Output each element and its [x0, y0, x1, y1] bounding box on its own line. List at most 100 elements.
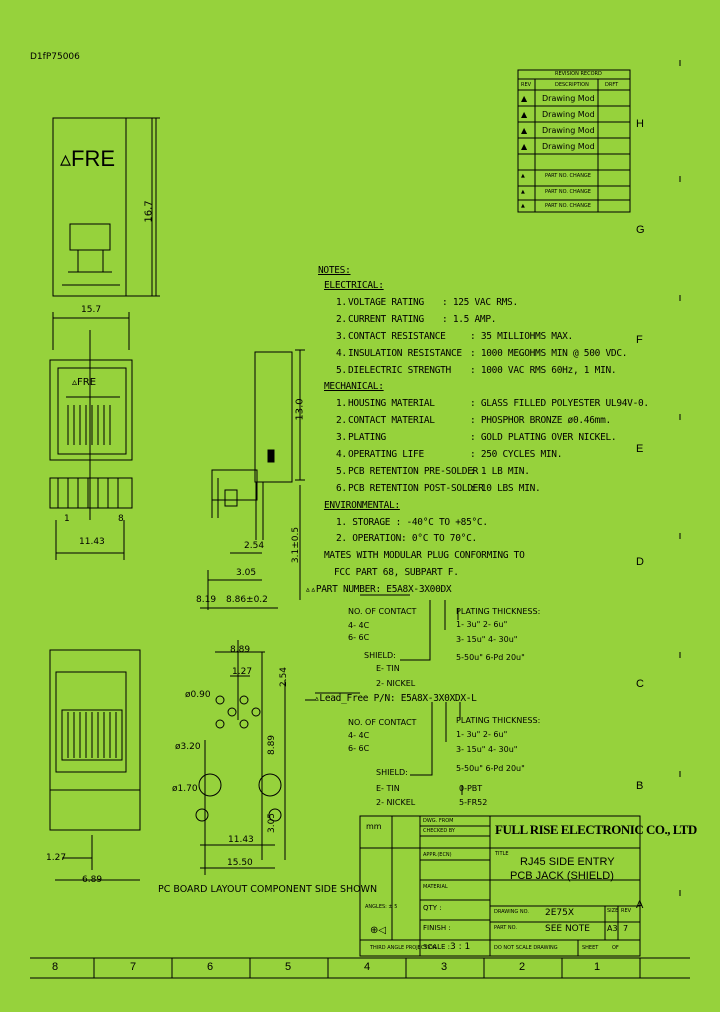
- of-label: OF: [612, 945, 619, 951]
- pn-contact: 6- 6C: [348, 744, 370, 753]
- dim-305-side: 3.05: [236, 568, 257, 578]
- zone-letter: B: [636, 780, 644, 792]
- zone-number: 1: [594, 961, 601, 973]
- revision-rev: ▲: [521, 110, 528, 119]
- revision-header-desc: DESCRIPTION: [555, 82, 589, 88]
- sheet-label: SHEET: [582, 945, 599, 951]
- title-line-1: RJ45 SIDE ENTRY: [520, 856, 615, 868]
- rev-label: REV: [621, 908, 632, 914]
- zone-number: 7: [130, 961, 137, 973]
- scale-value: 3 : 1: [450, 942, 471, 952]
- note-num: 4.: [336, 449, 347, 460]
- pn-contact: 6- 6C: [348, 633, 370, 642]
- drawing-no: 2E75X: [545, 908, 575, 918]
- angles-label: ANGLES: ± 5: [365, 904, 398, 910]
- pn-contact: 4- 4C: [348, 731, 370, 740]
- revision-rev: ▲: [521, 142, 528, 151]
- pn-extra: 5-FR52: [459, 798, 488, 807]
- note-value: : 1.5 AMP.: [442, 314, 497, 325]
- unit-label: mm: [366, 822, 382, 831]
- fp-dim-1550: 15.50: [227, 858, 253, 868]
- revision-desc: Drawing Mod: [542, 126, 595, 135]
- third-angle-label: THIRD ANGLE PROJECTION: [370, 945, 437, 951]
- zone-letter: D: [636, 556, 644, 568]
- no-scale-note: DO NOT SCALE DRAWING: [494, 945, 558, 951]
- b-dim-889: 6.89: [82, 875, 103, 885]
- company-name: FULL RISE ELECTRONIC CO., LTD: [495, 822, 697, 837]
- note-num: 1.: [336, 398, 347, 409]
- note-label: CONTACT RESISTANCE: [348, 331, 446, 342]
- note-label: OPERATING LIFE: [348, 449, 424, 460]
- pn-contacts-title: NO. OF CONTACT: [348, 718, 417, 727]
- zone-number: 2: [519, 961, 526, 973]
- pn-plating: 1- 3u" 2- 6u": [456, 620, 508, 629]
- revision-title: REVISION RECORD: [555, 71, 602, 77]
- zone-letter: F: [636, 334, 643, 346]
- fre-small-text: FRE: [77, 377, 97, 388]
- rev-value: 7: [623, 924, 629, 933]
- pn-shield: 2- NICKEL: [376, 798, 416, 807]
- document-id: D1fP75006: [30, 52, 80, 62]
- note-label: PLATING: [348, 432, 386, 443]
- note-label: PCB RETENTION POST-SOLDER: [348, 483, 484, 494]
- fp-dim-320: ø3.20: [175, 742, 201, 752]
- part-no: SEE NOTE: [545, 924, 590, 934]
- pn-shield-title: SHIELD:: [364, 651, 396, 660]
- revision-desc: PART NO. CHANGE: [545, 203, 591, 209]
- note-num: 5.: [336, 466, 347, 477]
- size-label: SIZE: [607, 908, 619, 914]
- env-line: 1. STORAGE : -40°C TO +85°C.: [336, 517, 488, 528]
- note-num: 5.: [336, 365, 347, 376]
- notes-title: NOTES:: [318, 265, 351, 276]
- note-label: DIELECTRIC STRENGTH: [348, 365, 451, 376]
- fp-dim-170: ø1.70: [172, 784, 198, 794]
- revision-rev: ▲: [521, 189, 525, 195]
- zone-letter: A: [636, 899, 644, 911]
- fp-dim-090: ø0.90: [185, 690, 211, 700]
- zone-number: 5: [285, 961, 292, 973]
- revision-header-rev: REV: [521, 82, 532, 88]
- note-label: CONTACT MATERIAL: [348, 415, 435, 426]
- zone-number: 4: [364, 961, 371, 973]
- qty-label: QTY :: [423, 904, 442, 912]
- note-label: INSULATION RESISTANCE: [348, 348, 462, 359]
- note-num: 1.: [336, 297, 347, 308]
- note-value: : GOLD PLATING OVER NICKEL.: [470, 432, 617, 443]
- pn-plating: 5-50u" 6-Pd 20u": [456, 764, 525, 773]
- pn-contact: 4- 4C: [348, 621, 370, 630]
- dwg-from: DWG. FROM: [423, 818, 454, 824]
- dim-height-top: 16.7: [143, 200, 155, 223]
- pn-plating: 3- 15u" 4- 30u": [456, 745, 518, 754]
- lead-free-line: ▵Lead_Free P/N: E5A8X-3X0XDX-L: [314, 693, 477, 704]
- b-dim-127: 1.27: [46, 853, 67, 863]
- part-number-text: PART NUMBER: E5A8X-3X00DX: [315, 584, 452, 595]
- pn-plating-title: PLATING THICKNESS:: [456, 607, 541, 616]
- note-value: : PHOSPHOR BRONZE ø0.46mm.: [470, 415, 611, 426]
- dim-side-pin: 3.1±0.5: [291, 526, 302, 564]
- note-value: : 1000 VAC RMS 60Hz, 1 MIN.: [470, 365, 617, 376]
- dim-pin-8: 8: [118, 514, 124, 524]
- scale-label: SCALE :: [423, 943, 451, 951]
- title-label: TITLE: [495, 851, 509, 857]
- dim-886: 8.86±0.2: [226, 595, 268, 605]
- revision-desc: PART NO. CHANGE: [545, 173, 591, 179]
- mates-line-2: FCC PART 68, SUBPART F.: [334, 567, 459, 578]
- dim-width-top: 15.7: [81, 305, 102, 315]
- dim-819: 8.19: [196, 595, 217, 605]
- pn-shield: E- TIN: [376, 664, 400, 673]
- revision-rev: ▲: [521, 94, 528, 103]
- pn-contacts-title: NO. OF CONTACT: [348, 607, 417, 616]
- dim-1143-front: 11.43: [79, 537, 105, 547]
- fp-dim-889: 8.89: [230, 645, 251, 655]
- zone-number: 3: [441, 961, 448, 973]
- fre-marking: ▵FRE: [60, 146, 116, 171]
- note-num: 6.: [336, 483, 347, 494]
- pn-plating-title: PLATING THICKNESS:: [456, 716, 541, 725]
- revision-desc: Drawing Mod: [542, 110, 595, 119]
- zone-letter: G: [636, 224, 645, 236]
- pn-plating: 3- 15u" 4- 30u": [456, 635, 518, 644]
- material-label: MATERIAL: [423, 884, 448, 890]
- zone-letter: C: [636, 678, 644, 690]
- note-value: : 125 VAC RMS.: [442, 297, 518, 308]
